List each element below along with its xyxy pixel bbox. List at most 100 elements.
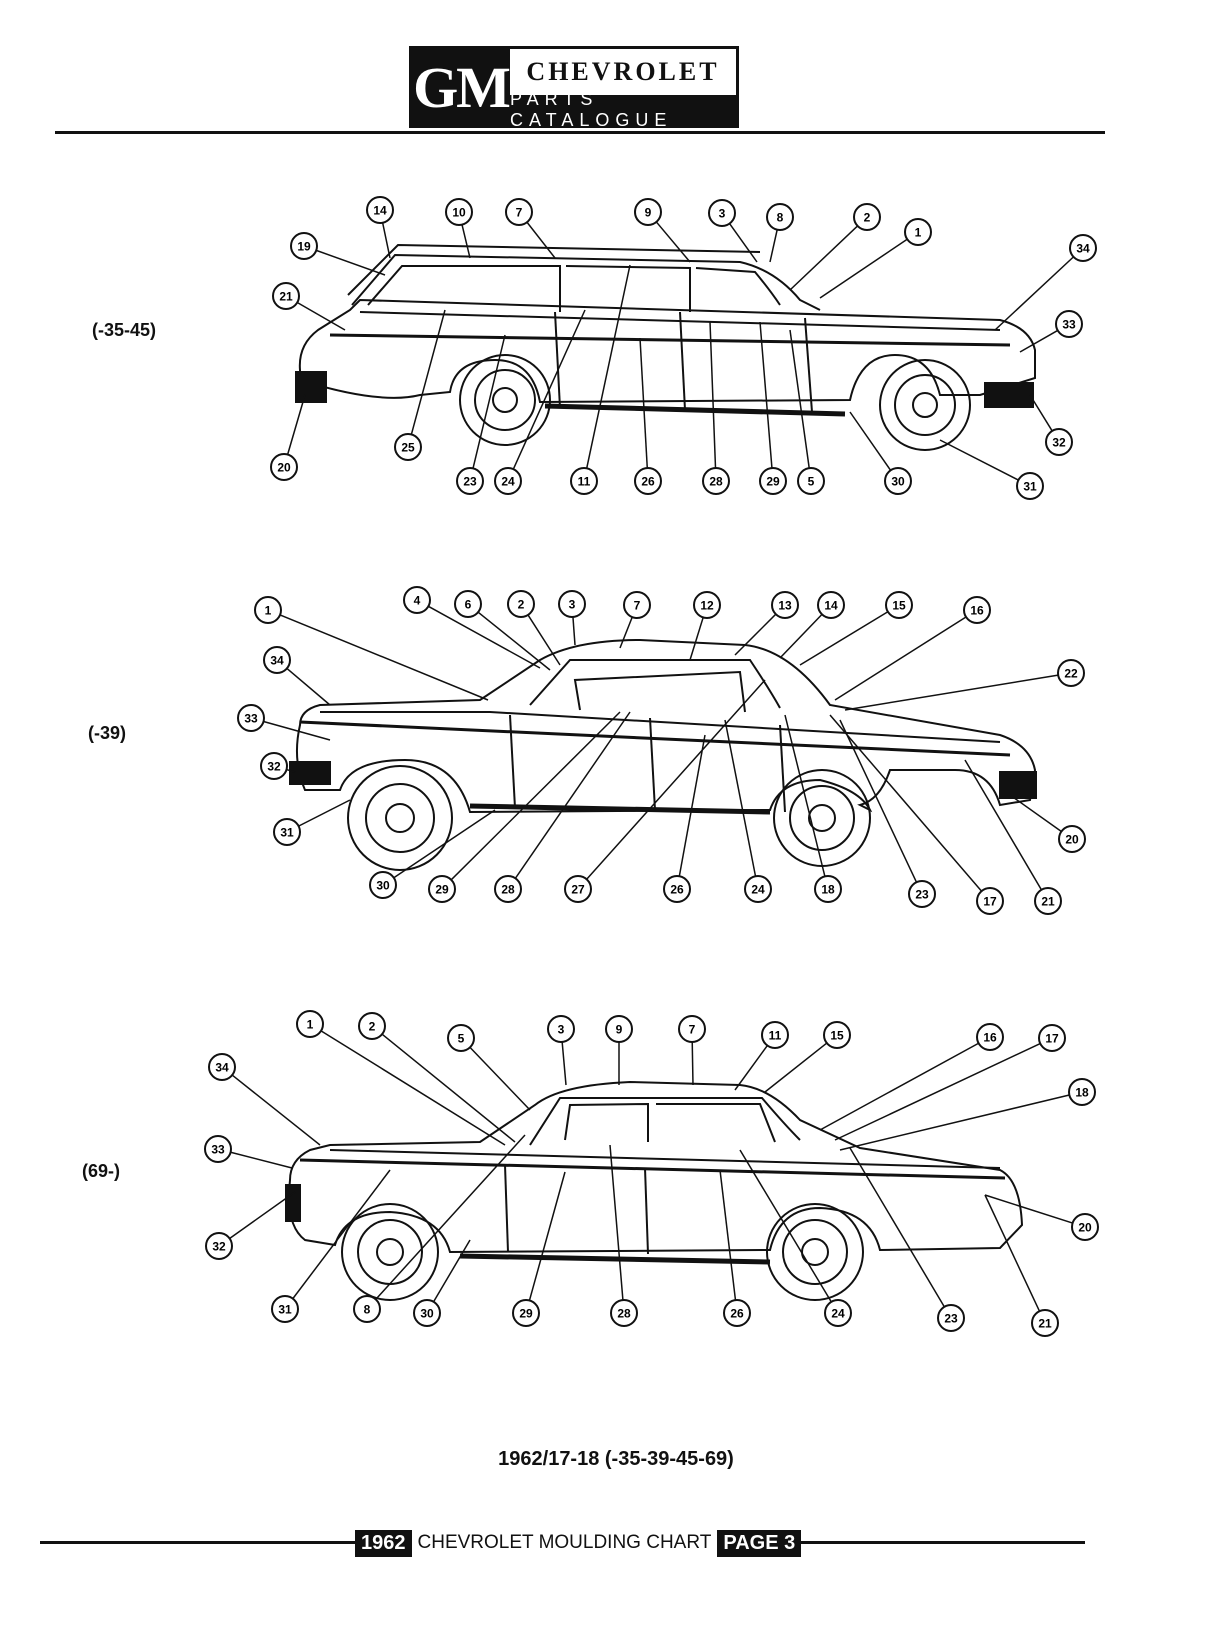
callout-circle (263, 646, 291, 674)
callout-circle (237, 704, 265, 732)
callout-leader (572, 616, 576, 646)
callout-leader (528, 1171, 566, 1301)
callout-number: 22 (1064, 667, 1078, 681)
callout-circle (1068, 1078, 1096, 1106)
callout-number: 29 (435, 883, 449, 897)
callout-number: 30 (891, 475, 905, 489)
callout-number: 24 (751, 883, 765, 897)
callout-circle (428, 875, 456, 903)
callout-circle (358, 1012, 386, 1040)
callout-number: 21 (1041, 895, 1055, 909)
callout-wagon-8: 8 (766, 203, 794, 263)
callout-number: 2 (369, 1020, 376, 1034)
callout-hardtop-30: 30 (369, 809, 496, 899)
callout-hardtop-18: 18 (784, 714, 842, 903)
callout-number: 34 (215, 1061, 229, 1075)
callout-wagon-23: 23 (456, 334, 506, 495)
callout-number: 24 (831, 1307, 845, 1321)
callout-number: 15 (892, 599, 906, 613)
callout-number: 23 (915, 888, 929, 902)
callout-number: 17 (983, 895, 997, 909)
callout-circle (369, 871, 397, 899)
callout-number: 18 (1075, 1086, 1089, 1100)
callout-leader (994, 256, 1075, 331)
callout-number: 1 (307, 1018, 314, 1032)
callout-leader (320, 1030, 506, 1146)
callout-sedan-1: 1 (296, 1010, 506, 1146)
callout-leader (410, 309, 446, 435)
callout-wagon-33: 33 (1019, 310, 1083, 353)
callout-leader (477, 611, 551, 671)
callout-hardtop-17: 17 (829, 714, 1004, 915)
callout-sedan-31: 31 (271, 1169, 391, 1323)
callout-number: 14 (824, 599, 838, 613)
callout-number: 20 (1065, 833, 1079, 847)
callout-number: 3 (719, 207, 726, 221)
callout-hardtop-4: 4 (403, 586, 541, 669)
callout-leader (432, 1239, 471, 1303)
callout-leader (829, 714, 983, 892)
callout-leader (526, 221, 556, 259)
callout-number: 16 (970, 604, 984, 618)
callout-circle (1058, 825, 1086, 853)
callout-circle (663, 875, 691, 903)
callout-leader (764, 1042, 828, 1093)
callout-circle (823, 1021, 851, 1049)
callout-number: 26 (730, 1307, 744, 1321)
callout-number: 27 (571, 883, 585, 897)
callout-hardtop-29: 29 (428, 711, 621, 903)
callout-wagon-30: 30 (849, 411, 912, 495)
callout-sedan-23: 23 (849, 1147, 965, 1332)
callout-number: 32 (1052, 436, 1066, 450)
callout-number: 11 (578, 475, 591, 489)
callout-circle (678, 1015, 706, 1043)
callout-sedan-11: 11 (734, 1021, 789, 1091)
callout-leader (561, 1041, 567, 1086)
callout-sedan-33: 33 (204, 1135, 293, 1169)
gm-mark: GM (412, 49, 511, 125)
callout-wagon-2: 2 (789, 203, 881, 291)
car-wagon-drawing (295, 243, 1036, 451)
callout-hardtop-16: 16 (834, 596, 991, 701)
callout-circle (723, 1299, 751, 1327)
callout-sedan-16: 16 (819, 1023, 1004, 1131)
callout-circle (290, 232, 318, 260)
callout-number: 9 (645, 206, 652, 220)
callout-circle (884, 467, 912, 495)
callout-leader (296, 301, 346, 331)
callout-leader (450, 711, 621, 881)
callout-leader (709, 321, 717, 469)
car-hardtop-drawing (289, 638, 1037, 871)
callout-hardtop-20: 20 (1009, 794, 1086, 853)
callout-leader (819, 1042, 979, 1131)
figure-caption: 1962/17-18 (-35-39-45-69) (498, 1448, 734, 1470)
callout-circle (494, 467, 522, 495)
callout-sedan-34: 34 (208, 1053, 321, 1146)
callout-sedan-28: 28 (609, 1144, 638, 1327)
callout-sedan-8: 8 (353, 1134, 526, 1323)
callout-sedan-21: 21 (984, 1194, 1059, 1337)
footer-page: PAGE 3 (717, 1529, 802, 1557)
callout-wagon-20: 20 (270, 394, 306, 481)
callout-leader (939, 439, 1019, 481)
callout-number: 33 (211, 1143, 225, 1157)
callout-circle (270, 453, 298, 481)
callout-circle (797, 467, 825, 495)
callout-leader (639, 337, 649, 469)
callout-leader (769, 229, 778, 263)
callout-hardtop-13: 13 (734, 591, 799, 656)
callout-hardtop-32: 32 (260, 752, 296, 780)
callout-sedan-3: 3 (547, 1015, 575, 1086)
callout-number: 17 (1045, 1032, 1059, 1046)
callout-circle (564, 875, 592, 903)
callout-circle (702, 467, 730, 495)
callout-leader (839, 1094, 1070, 1151)
callout-circle (634, 198, 662, 226)
callout-number: 16 (983, 1031, 997, 1045)
callout-wagon-29: 29 (759, 321, 787, 495)
callout-hardtop-15: 15 (799, 591, 913, 666)
callout-leader (799, 611, 889, 666)
callout-number: 21 (279, 290, 293, 304)
callout-leader (512, 309, 586, 470)
